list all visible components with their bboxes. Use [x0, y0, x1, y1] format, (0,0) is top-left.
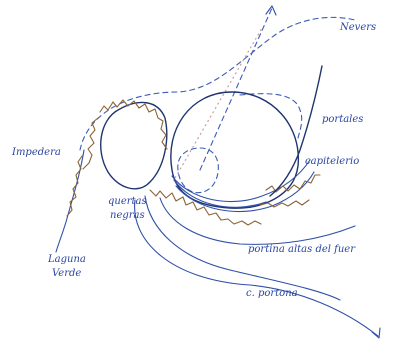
label-portina-altas: portina altas del fuer	[248, 244, 356, 255]
bottom-arrow-icon	[372, 328, 380, 338]
brown-contour-side	[260, 200, 309, 207]
dashed-arrow-line	[200, 8, 272, 170]
label-quertas: quertas	[108, 196, 147, 207]
label-capitelerio: capitelerio	[305, 156, 359, 167]
brown-contour-right	[266, 175, 320, 192]
dashed-top-arc	[80, 17, 355, 150]
dotted-guide-line	[175, 28, 262, 178]
label-negras: negras	[110, 210, 145, 221]
label-portona: c. portona	[246, 288, 298, 299]
brown-contour-left	[83, 118, 98, 169]
river-curve-bottom	[135, 200, 378, 336]
label-portales: portales	[322, 114, 363, 125]
label-impedera: Impedera	[11, 147, 61, 158]
label-laguna: Laguna	[47, 254, 86, 265]
label-nevers: Nevers	[339, 22, 376, 33]
left-brown-trail	[67, 156, 82, 216]
inner-dashed-circle	[178, 148, 219, 193]
label-verde: Verde	[52, 268, 81, 279]
